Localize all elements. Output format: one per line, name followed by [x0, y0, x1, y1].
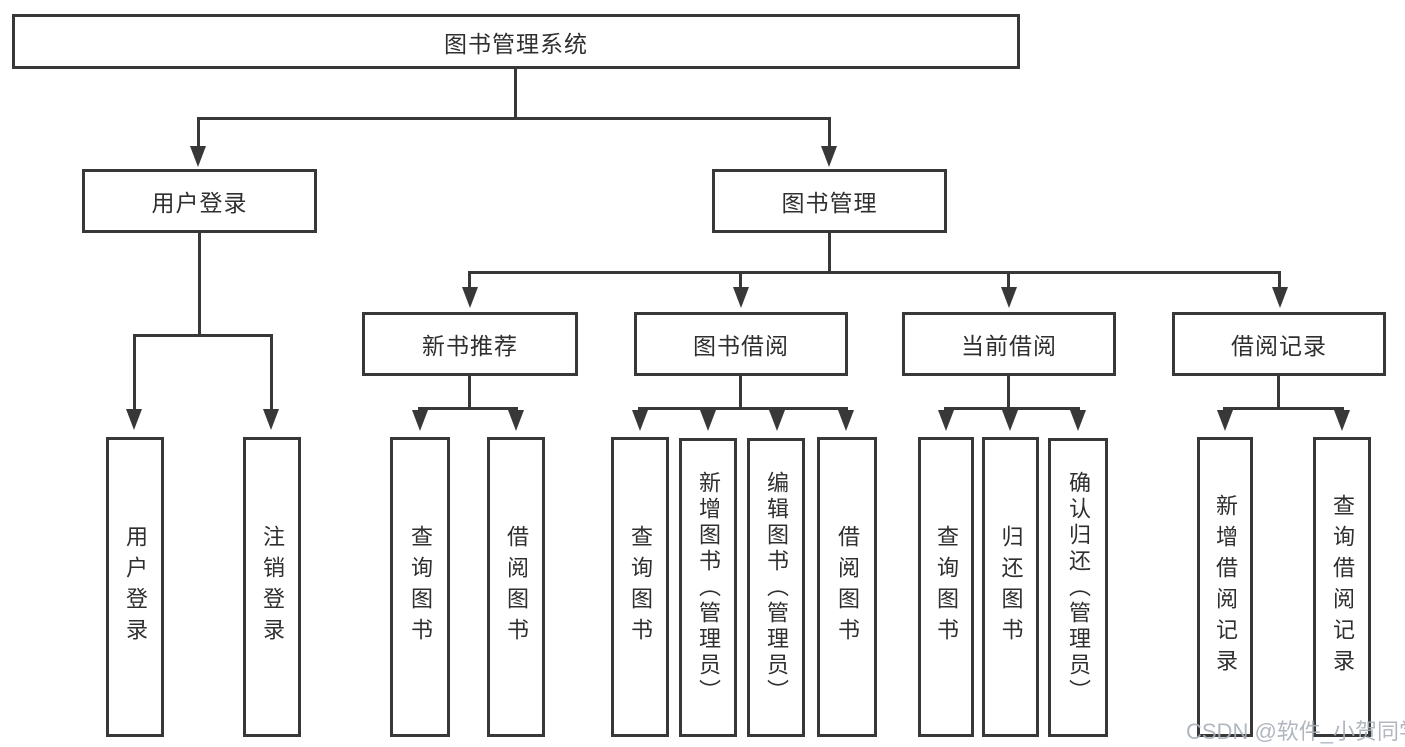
arrowhead-user-login: [190, 146, 206, 167]
connector-drop-current-borrow: [1007, 273, 1010, 289]
leaf-edit-book-admin-label: 编辑图书（管理员）: [764, 470, 789, 705]
leaf-return-book: 归还图书: [982, 437, 1039, 737]
leaf-borrow-book-a: 借阅图书: [487, 437, 545, 737]
connector-drop-book-management: [828, 119, 831, 147]
leaf-query-borrow-record: 查询借阅记录: [1313, 437, 1371, 737]
leaf-query-book-b: 查询图书: [611, 437, 669, 737]
connector-drop-user-login: [197, 119, 200, 147]
arrowhead-leaf-query-borrow-record: [1334, 410, 1350, 431]
connector-current-borrow-stem: [1007, 376, 1010, 409]
arrowhead-leaf-query-book-c: [938, 410, 954, 431]
leaf-confirm-return-admin: 确认归还（管理员）: [1048, 438, 1108, 737]
arrowhead-leaf-add-book-admin: [700, 410, 716, 431]
leaf-query-borrow-record-label: 查询借阅记录: [1330, 494, 1355, 680]
leaf-query-book-b-label: 查询图书: [628, 525, 653, 649]
connector-root-stem: [514, 69, 517, 118]
arrowhead-leaf-borrow-book-a: [508, 410, 524, 431]
arrowhead-leaf-borrow-book-b: [838, 410, 854, 431]
connector-user-login-stem: [198, 233, 201, 336]
node-user-login: 用户登录: [82, 169, 317, 233]
connector-new-book-recommend-stem: [468, 376, 471, 409]
connector-drop-book-borrow: [739, 273, 742, 289]
node-book-management: 图书管理: [712, 169, 947, 233]
node-root: 图书管理系统: [12, 14, 1020, 69]
connector-new-book-recommend-bar: [418, 407, 518, 410]
leaf-query-book-c: 查询图书: [918, 437, 974, 737]
node-borrow-records: 借阅记录: [1172, 312, 1386, 376]
arrowhead-leaf-user-login: [126, 409, 142, 430]
leaf-return-book-label: 归还图书: [998, 525, 1024, 649]
node-book-management-label: 图书管理: [781, 190, 878, 216]
arrowhead-leaf-edit-book-admin: [769, 410, 785, 431]
leaf-logout: 注销登录: [243, 437, 301, 737]
connector-book-borrow-bar: [638, 407, 848, 410]
leaf-query-book-a-label: 查询图书: [408, 525, 433, 649]
node-borrow-records-label: 借阅记录: [1231, 333, 1327, 359]
connector-borrow-records-stem: [1277, 376, 1280, 409]
node-book-borrow: 图书借阅: [634, 312, 848, 376]
connector-user-login-bar: [133, 334, 273, 337]
leaf-add-book-admin: 新增图书（管理员）: [679, 438, 737, 737]
watermark: CSDN @软件_小贺同学: [1186, 719, 1405, 744]
connector-root-bar: [197, 117, 831, 120]
leaf-add-borrow-record: 新增借阅记录: [1197, 437, 1253, 737]
connector-book-management-bar: [468, 271, 1281, 274]
node-book-borrow-label: 图书借阅: [693, 333, 789, 359]
arrowhead-leaf-query-book-b: [632, 410, 648, 431]
leaf-query-book-c-label: 查询图书: [934, 525, 959, 649]
leaf-borrow-book-a-label: 借阅图书: [504, 525, 529, 649]
connector-drop-leaf-user-login: [133, 336, 136, 410]
leaf-confirm-return-admin-label: 确认归还（管理员）: [1066, 470, 1091, 705]
arrowhead-current-borrow: [1001, 287, 1017, 308]
node-current-borrow: 当前借阅: [902, 312, 1116, 376]
leaf-logout-label: 注销登录: [260, 525, 285, 649]
arrowhead-borrow-records: [1272, 287, 1288, 308]
leaf-add-book-admin-label: 新增图书（管理员）: [696, 470, 721, 705]
connector-book-management-stem: [828, 233, 831, 273]
leaf-borrow-book-b-label: 借阅图书: [835, 525, 860, 649]
node-current-borrow-label: 当前借阅: [961, 333, 1057, 359]
arrowhead-leaf-query-book-a: [412, 410, 428, 431]
arrowhead-book-management: [821, 146, 837, 167]
leaf-user-login: 用户登录: [106, 437, 164, 737]
arrowhead-new-book-recommend: [462, 287, 478, 308]
node-new-book-recommend-label: 新书推荐: [422, 333, 518, 359]
leaf-edit-book-admin: 编辑图书（管理员）: [747, 438, 805, 737]
connector-drop-borrow-records: [1278, 273, 1281, 289]
node-user-login-label: 用户登录: [151, 190, 248, 216]
node-new-book-recommend: 新书推荐: [362, 312, 578, 376]
connector-book-borrow-stem: [739, 376, 742, 409]
connector-current-borrow-bar: [944, 407, 1080, 410]
arrowhead-leaf-add-borrow-record: [1217, 410, 1233, 431]
leaf-borrow-book-b: 借阅图书: [817, 437, 877, 737]
leaf-user-login-label: 用户登录: [123, 525, 148, 649]
leaf-query-book-a: 查询图书: [390, 437, 450, 737]
connector-drop-new-book-recommend: [468, 273, 471, 289]
arrowhead-leaf-return-book: [1002, 410, 1018, 431]
arrowhead-leaf-logout: [263, 409, 279, 430]
connector-borrow-records-bar: [1223, 407, 1344, 410]
leaf-add-borrow-record-label: 新增借阅记录: [1213, 494, 1238, 680]
connector-drop-leaf-logout: [270, 336, 273, 410]
node-root-label: 图书管理系统: [444, 30, 588, 57]
arrowhead-leaf-confirm-return-admin: [1070, 410, 1086, 431]
arrowhead-book-borrow: [733, 287, 749, 308]
